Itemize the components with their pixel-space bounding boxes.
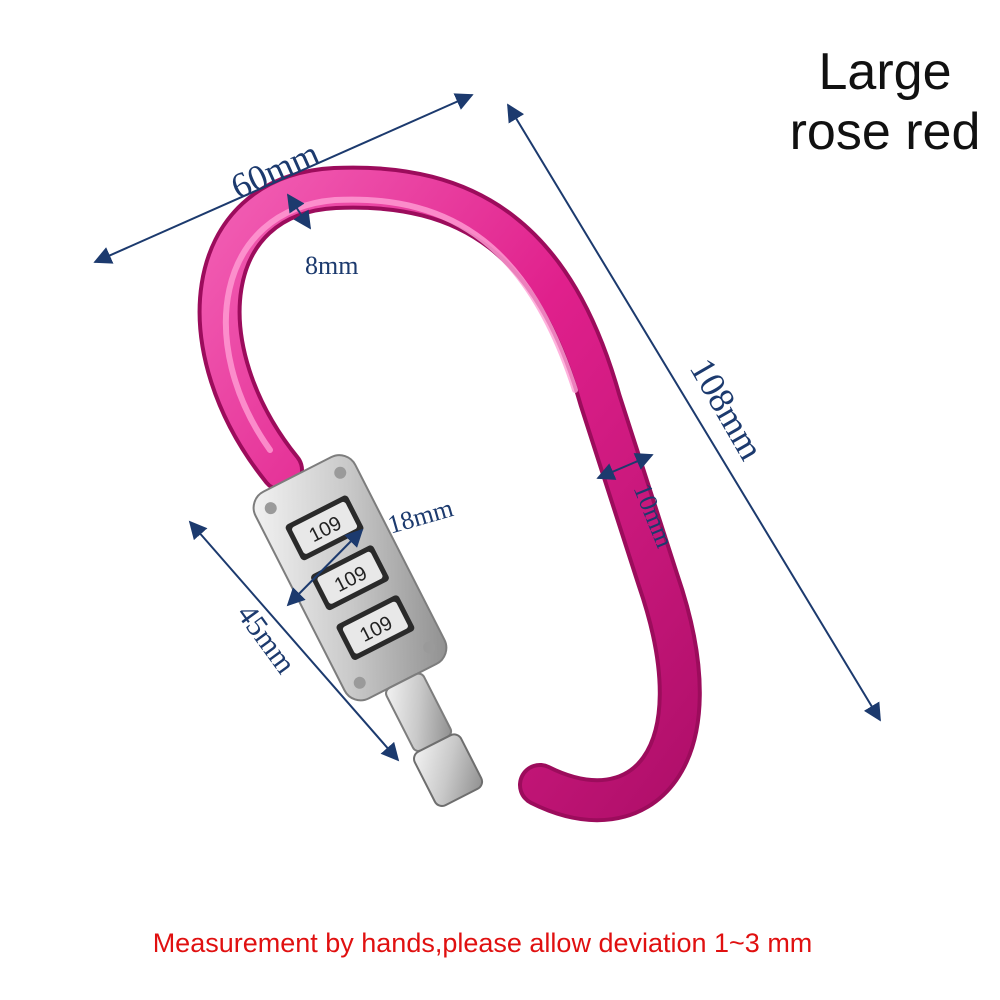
wire-thick-dimension-line [596,453,654,480]
wire-thin-dimension-line [287,193,311,230]
rivet [423,641,436,654]
size-line: Large [818,43,952,101]
rivet [334,466,347,479]
wire-thin-label: 8mm [305,251,358,280]
measurement-note: Measurement by hands,please allow deviat… [152,928,813,958]
dimension-lines [93,93,881,762]
lock-length-dimension-line [188,520,400,762]
color-line: rose red [789,103,981,161]
length-label: 108mm [682,351,772,466]
width-dimension-line [93,93,474,264]
product-variant-title: Large rose red [770,42,1000,162]
combination-lock: 109 109 109 [252,454,484,807]
carabiner-body-main [201,169,698,819]
lock-width-label: 18mm [384,493,456,539]
rivet [264,502,277,515]
length-dimension-line [507,103,881,722]
gate-barrel [413,733,484,807]
